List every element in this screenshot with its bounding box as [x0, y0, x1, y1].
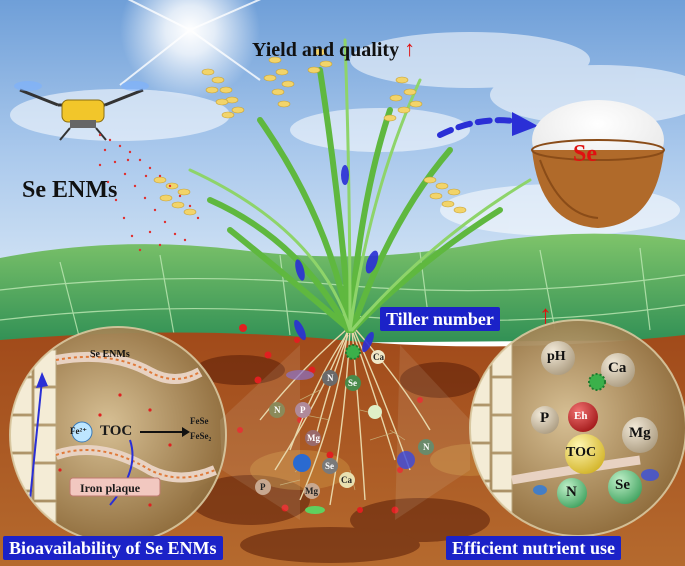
fe-label: Fe²⁺: [70, 426, 87, 436]
root-node-n2: N: [274, 405, 281, 415]
p-label: P: [540, 410, 550, 426]
left-caption: Bioavailability of Se ENMs: [3, 536, 223, 560]
iron-plaque-label: Iron plaque: [80, 481, 141, 495]
drone-icon: [14, 81, 149, 141]
fese2-label: FeSe₂: [190, 431, 212, 441]
eh-label: Eh: [574, 410, 588, 422]
up-arrow-icon: ↑: [539, 300, 552, 329]
ph-label: pH: [547, 349, 566, 364]
root-node-p1: P: [300, 405, 306, 415]
ca-label: Ca: [608, 360, 627, 376]
root-node-se2: Se: [325, 461, 334, 471]
tiller-label: Tiller number: [380, 307, 500, 331]
sun-icon: [119, 0, 262, 100]
spray-label: Se ENMs: [22, 177, 118, 203]
toc-label: TOC: [100, 423, 133, 439]
root-node-mg1: Mg: [307, 433, 320, 443]
mg-label: Mg: [629, 425, 651, 441]
rice-bowl-icon: [531, 100, 665, 228]
left-panel: [10, 327, 226, 543]
se-label: Se: [615, 477, 630, 493]
bowl-label: Se: [573, 141, 597, 167]
root-node-se1: Se: [348, 378, 357, 388]
root-node-n1: N: [327, 373, 334, 383]
root-node-n3: N: [423, 442, 430, 452]
root-nutrient-nodes: [255, 344, 434, 514]
right-caption: Efficient nutrient use: [446, 536, 621, 560]
n-label: N: [566, 484, 577, 500]
root-node-p2: P: [260, 482, 266, 492]
toc-right-label: TOC: [566, 445, 597, 460]
root-node-ca: Ca: [373, 352, 384, 362]
transfer-arrow: [437, 112, 538, 138]
fese-label: FeSe: [190, 416, 209, 426]
spray: [98, 133, 200, 252]
root-node-ca2: Ca: [341, 475, 352, 485]
left-enms-label: Se ENMs: [90, 349, 130, 360]
title-text: Yield and quality: [252, 39, 400, 61]
up-arrow-icon: ↑: [404, 36, 416, 61]
rice-plant-icon: [153, 38, 532, 353]
root-node-mg2: Mg: [305, 486, 318, 496]
title: Yield and quality ↑: [252, 36, 416, 61]
